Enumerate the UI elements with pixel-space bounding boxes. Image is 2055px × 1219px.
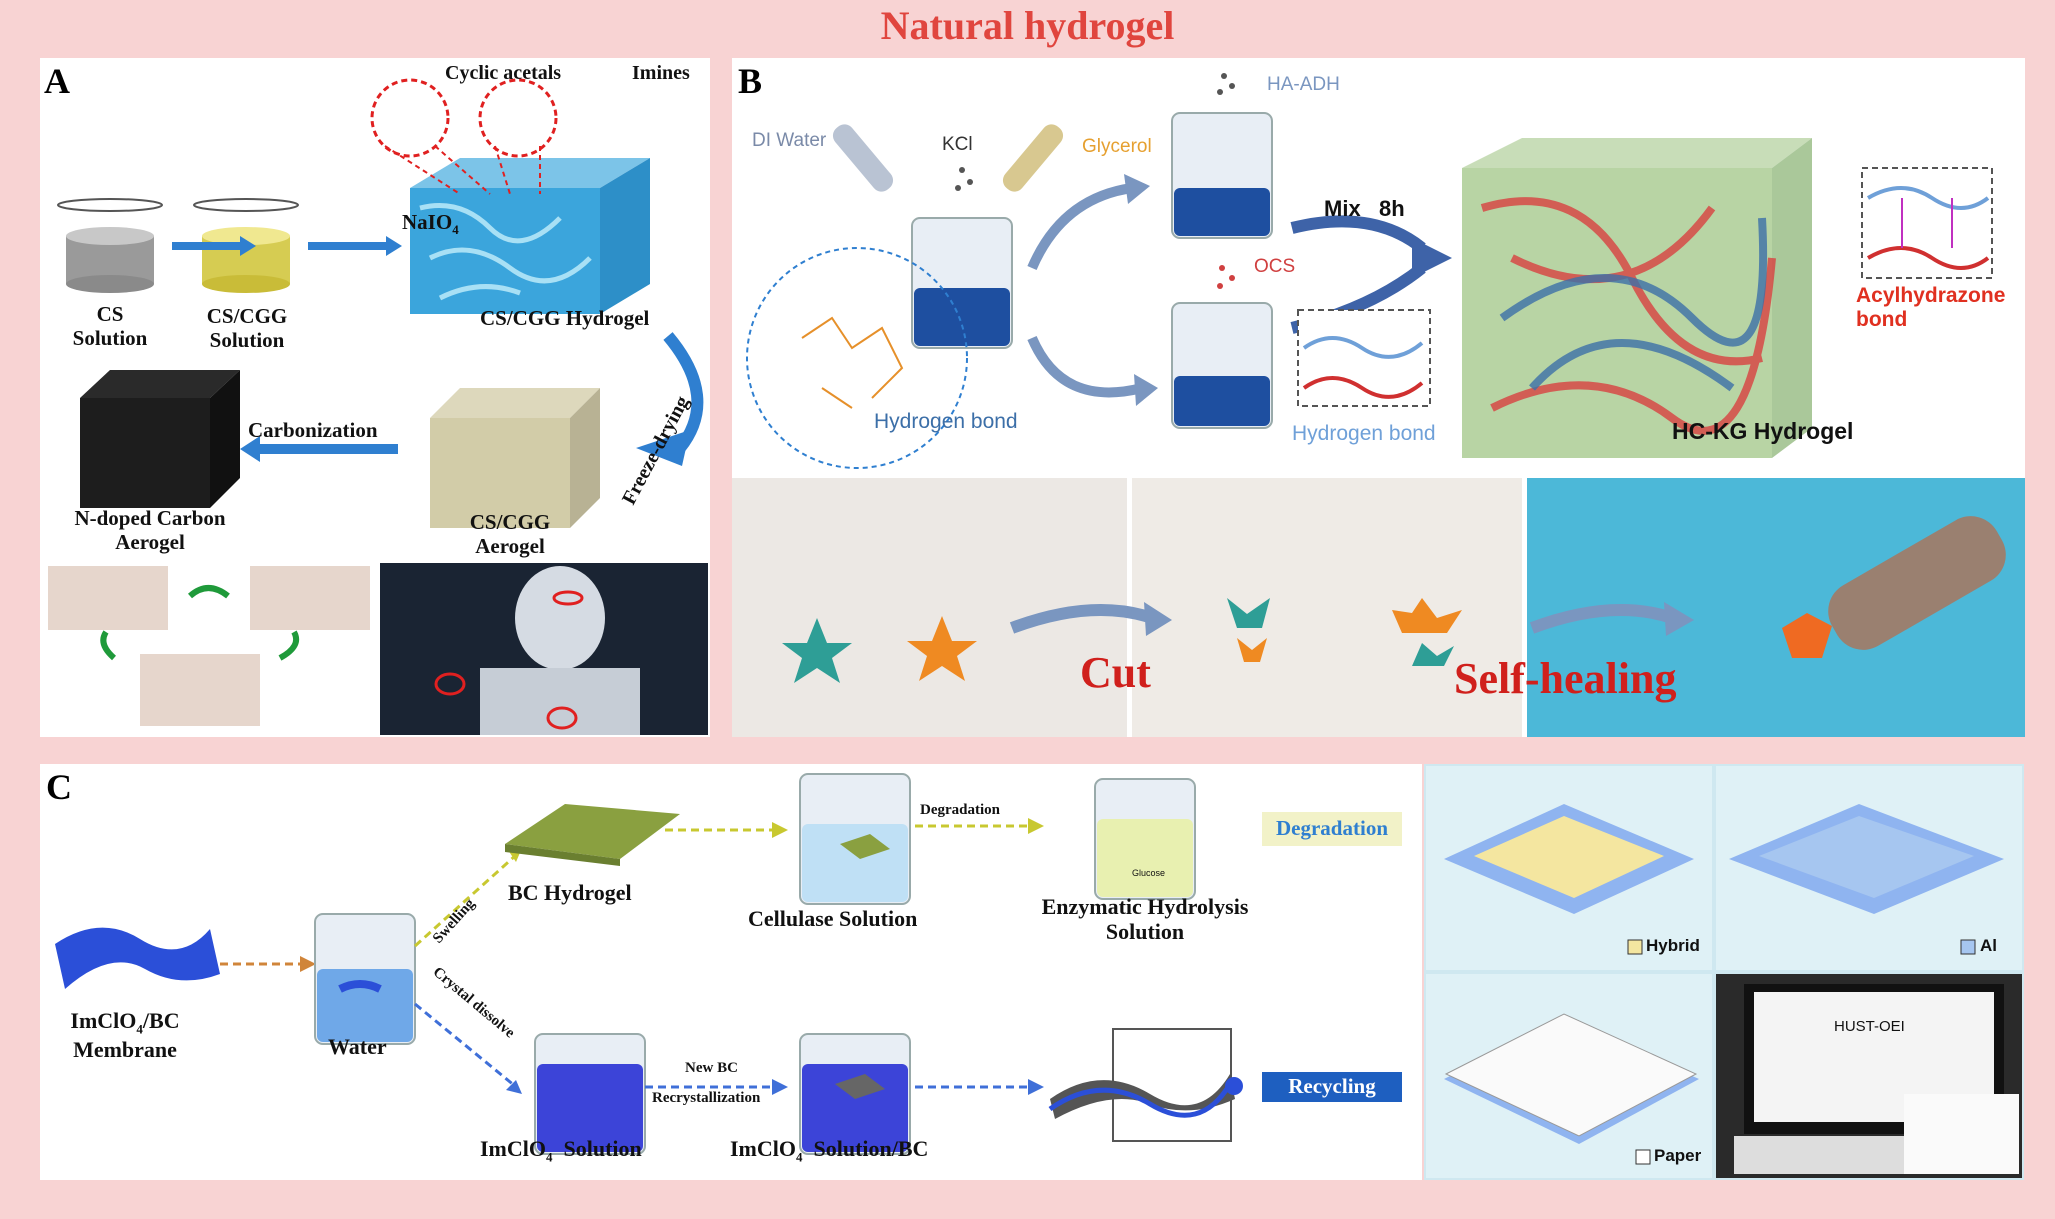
self-healing-label: Self-healing	[1454, 654, 1677, 703]
cs-cgg-aerogel-label: CS/CGG Aerogel	[469, 510, 551, 559]
cut-label: Cut	[1080, 648, 1151, 697]
degradation-box-label: Degradation	[1276, 816, 1388, 840]
recrystallization-label: Recrystallization	[652, 1090, 761, 1106]
n-doped-carbon-label: N-doped Carbon Aerogel	[74, 506, 226, 555]
cyclic-acetals-label: Cyclic acetals	[445, 62, 562, 84]
keyboard-panel: Hybrid Al Paper HUST-OEI	[1424, 764, 2024, 1180]
new-bc-label: New BC	[685, 1060, 738, 1076]
mix-label: Mix 8h	[1324, 196, 1405, 221]
al-legend-label: Al	[1980, 936, 1997, 955]
hybrid-legend-label: Hybrid	[1646, 936, 1700, 955]
keyboards-artwork	[1426, 766, 2022, 1178]
hc-kg-hydrogel-label: HC-KG Hydrogel	[1672, 418, 1854, 444]
panel-a: A Cyclic acetals Imines CS Solution CS/C…	[40, 58, 710, 737]
bc-hydrogel-label: BC Hydrogel	[508, 880, 632, 905]
glycerol-label: Glycerol	[1082, 136, 1152, 157]
ocs-label: OCS	[1254, 256, 1296, 277]
membrane-label: ImClO4/BC Membrane	[70, 1008, 180, 1063]
panel-c-letter: C	[46, 767, 72, 807]
carbonization-label: Carbonization	[248, 418, 378, 442]
panel-c: C ImClO4/BC Membrane Water Swelling Crys…	[40, 764, 1422, 1180]
panel-a-artwork	[48, 78, 708, 735]
glucose-label: Glucose	[1132, 868, 1166, 878]
paper-legend-label: Paper	[1654, 1146, 1702, 1165]
cs-solution-label: CS Solution	[72, 302, 148, 351]
hydrogen-bond-label-1: Hydrogen bond	[874, 410, 1018, 433]
degradation-arrow-label: Degradation	[920, 802, 1000, 818]
panel-b-artwork	[732, 73, 2025, 737]
panel-a-letter: A	[44, 61, 70, 101]
imclo4-bc-label: ImClO4 Solution/BC	[730, 1136, 929, 1165]
imines-label: Imines	[632, 62, 690, 84]
water-label: Water	[328, 1034, 387, 1059]
naio4-label: NaIO4	[402, 210, 459, 238]
screen-text: HUST-OEI	[1834, 1018, 1905, 1035]
kcl-label: KCl	[942, 134, 973, 155]
cellulase-solution-label: Cellulase Solution	[748, 906, 918, 931]
cs-cgg-solution-label: CS/CGG Solution	[206, 304, 288, 353]
di-water-label: DI Water	[752, 130, 827, 151]
cs-cgg-hydrogel-label: CS/CGG Hydrogel	[480, 306, 650, 330]
figure-title: Natural hydrogel	[880, 3, 1175, 48]
imclo4-solution-label: ImClO4 Solution	[480, 1136, 642, 1165]
panel-b: B DI Water KCl Glycerol HA-ADH Mix 8h OC…	[732, 58, 2025, 737]
hydrogen-bond-label-2: Hydrogen bond	[1292, 422, 1436, 445]
recycling-label: Recycling	[1288, 1074, 1376, 1098]
acylhydrazone-label: Acylhydrazone bond	[1856, 284, 2006, 332]
panel-b-letter: B	[738, 61, 763, 101]
panel-c-artwork	[55, 773, 1402, 1155]
ha-adh-label: HA-ADH	[1267, 74, 1340, 95]
enzymatic-hydrolysis-label: Enzymatic Hydrolysis Solution	[1041, 894, 1249, 945]
